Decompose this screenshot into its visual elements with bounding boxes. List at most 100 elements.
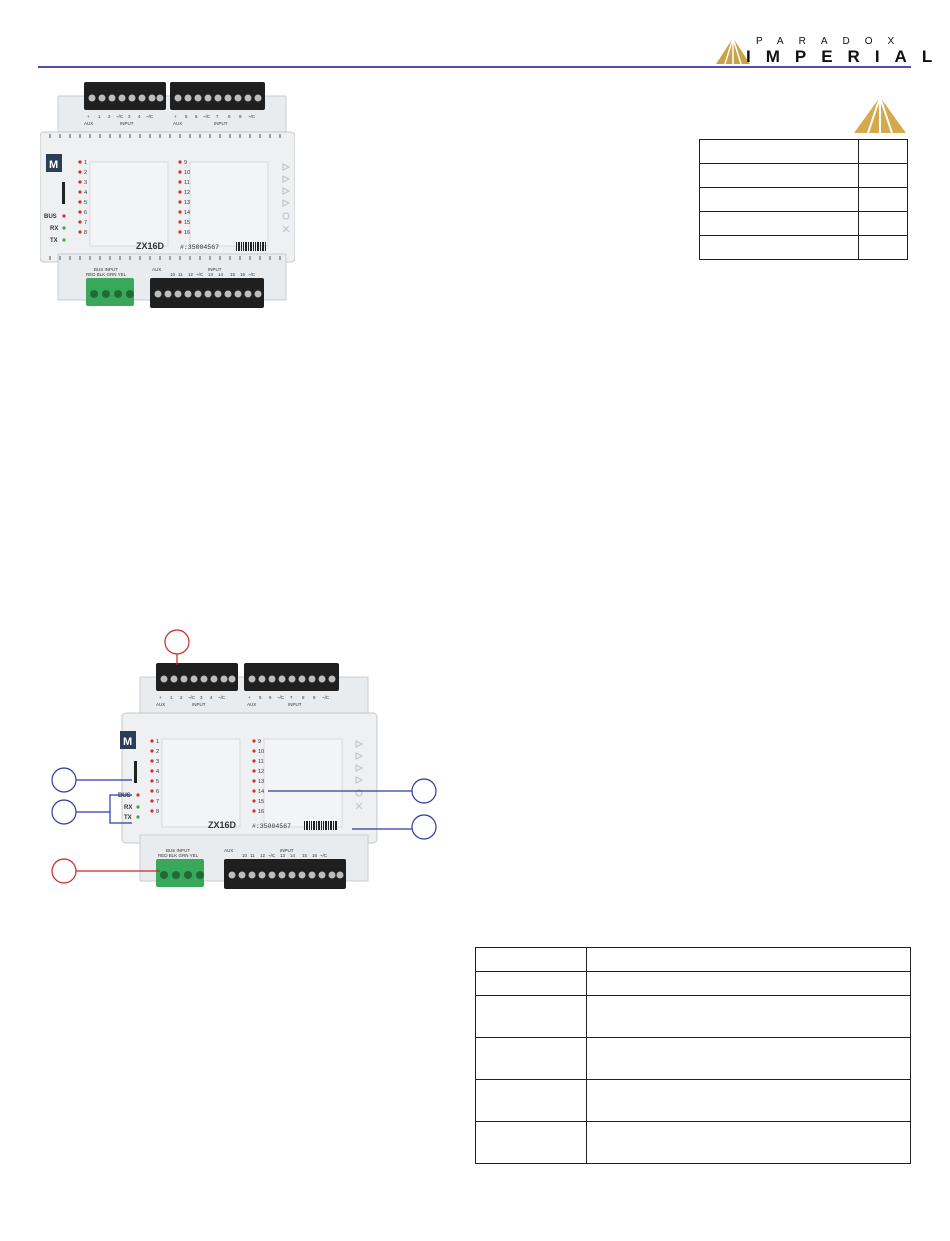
tl-label: ~/C <box>116 114 124 119</box>
led-label: 5 <box>156 779 159 785</box>
bus-caption: BUS INPUT <box>94 267 118 272</box>
tl-input: INPUT <box>192 702 206 707</box>
status-bus: BUS <box>44 214 57 220</box>
b-label: 11 <box>250 853 255 858</box>
led-label: 16 <box>184 230 190 236</box>
tl-label: ~/C <box>218 695 226 700</box>
bus-colors: RED BLK GRN YEL <box>86 272 127 277</box>
bottom-aux: AUX <box>224 848 233 853</box>
bus-colors: RED BLK GRN YEL <box>158 853 199 858</box>
led-label: 2 <box>84 170 87 176</box>
led-label: 9 <box>184 160 187 166</box>
tl-label: + <box>87 114 90 119</box>
module-image-bottom: M + 1 2 ~ <box>40 625 440 890</box>
tl-label: 4 <box>210 695 213 700</box>
tl-label: 1 <box>98 114 101 119</box>
b-label: 13 <box>208 272 214 277</box>
led-label: 12 <box>258 769 264 775</box>
tl-label: ~/C <box>188 695 196 700</box>
led-label: 11 <box>184 180 190 186</box>
tl-input: INPUT <box>120 121 134 126</box>
table-row <box>475 1079 911 1122</box>
tr-label: 9 <box>313 695 316 700</box>
tl-label: 2 <box>180 695 183 700</box>
table-row <box>475 947 911 972</box>
led-label: 10 <box>258 749 264 755</box>
tr-aux: AUX <box>173 121 182 126</box>
status-tx: TX <box>50 238 58 244</box>
tr-label: ~/C <box>277 695 285 700</box>
led-label: 1 <box>84 160 87 166</box>
led-label: 8 <box>84 230 87 236</box>
led-label: 15 <box>184 220 190 226</box>
led-label: 7 <box>156 799 159 805</box>
tr-label: + <box>174 114 177 119</box>
led-label: 14 <box>258 789 264 795</box>
table-row <box>475 1037 911 1080</box>
svg-text:M: M <box>123 736 132 748</box>
led-label: 5 <box>84 200 87 206</box>
led-label: 12 <box>184 190 190 196</box>
bottom-input: INPUT <box>280 848 294 853</box>
callout-circle-top <box>164 629 190 655</box>
b-label: 15 <box>302 853 308 858</box>
tl-aux: AUX <box>84 121 93 126</box>
brand-main-text: IMPERIAL <box>746 47 948 66</box>
led-label: 3 <box>84 180 87 186</box>
led-label: 15 <box>258 799 264 805</box>
b-label: ~/C <box>196 272 204 277</box>
led-label: 4 <box>156 769 159 775</box>
pyramid-small-logo-icon <box>854 97 906 134</box>
led-label: 10 <box>184 170 190 176</box>
tr-label: 8 <box>302 695 305 700</box>
tr-input: INPUT <box>214 121 228 126</box>
table-row <box>475 995 911 1038</box>
table-row <box>699 187 908 212</box>
tr-input: INPUT <box>288 702 302 707</box>
tl-label: 4 <box>138 114 141 119</box>
callout-circle-right-1 <box>411 778 437 804</box>
b-label: 10 <box>170 272 176 277</box>
tr-aux: AUX <box>247 702 256 707</box>
pyramid-logo-icon <box>716 38 750 65</box>
tl-aux: AUX <box>156 702 165 707</box>
b-label: ~/C <box>268 853 276 858</box>
led-label: 3 <box>156 759 159 765</box>
led-label: 11 <box>258 759 264 765</box>
bottom-input: INPUT <box>208 267 222 272</box>
b-label: 14 <box>218 272 224 277</box>
led-label: 13 <box>184 200 190 206</box>
description-table <box>475 947 911 1164</box>
table-row <box>699 163 908 188</box>
tl-label: 3 <box>200 695 203 700</box>
tr-label: 9 <box>239 114 242 119</box>
brand-logo: PARADOX IMPERIAL <box>716 36 932 68</box>
tr-label: 7 <box>216 114 219 119</box>
status-tx: TX <box>124 815 132 821</box>
tl-label: + <box>159 695 162 700</box>
callout-circle-left-1 <box>51 767 77 793</box>
callout-circle-right-2 <box>411 814 437 840</box>
b-label: 14 <box>290 853 296 858</box>
led-label: 6 <box>84 210 87 216</box>
b-label: 12 <box>260 853 266 858</box>
b-label: 11 <box>178 272 183 277</box>
tl-label: ~/C <box>146 114 154 119</box>
b-label: 16 <box>312 853 318 858</box>
tl-label: 3 <box>128 114 131 119</box>
tr-label: + <box>248 695 251 700</box>
table-row <box>475 971 911 996</box>
model-label: ZX16D <box>136 241 165 251</box>
bus-caption: BUS INPUT <box>166 848 190 853</box>
bottom-aux: AUX <box>152 267 161 272</box>
status-bus: BUS <box>118 793 131 799</box>
module-drawing: M + 1 2 ~/C 3 4 <box>39 82 296 308</box>
led-label: 9 <box>258 739 261 745</box>
tr-label: 8 <box>228 114 231 119</box>
tl-label: 1 <box>170 695 173 700</box>
b-label: ~/C <box>248 272 256 277</box>
status-rx: RX <box>124 805 132 811</box>
tl-label: 2 <box>108 114 111 119</box>
table-row <box>699 139 908 164</box>
status-rx: RX <box>50 226 58 232</box>
